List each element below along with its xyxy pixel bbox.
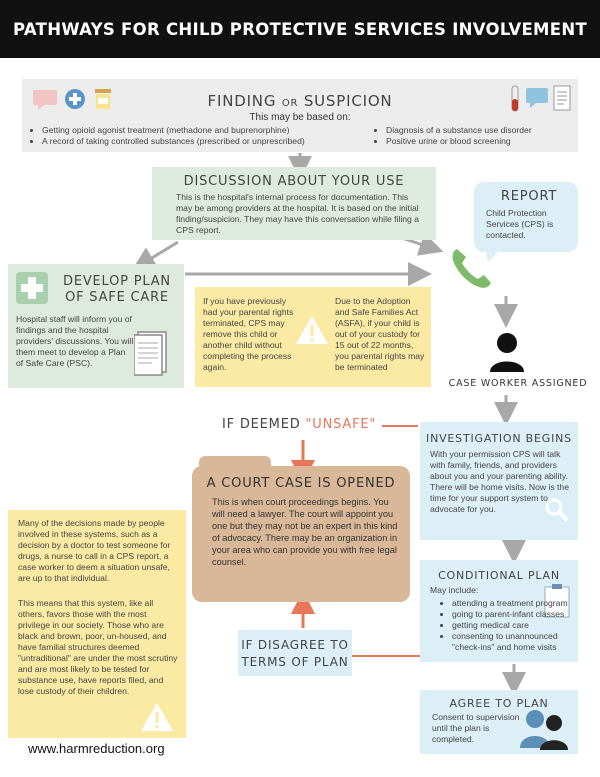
investigation-box: INVESTIGATION BEGINS With your permissio… (420, 422, 578, 540)
discussion-heading: DISCUSSION ABOUT YOUR USE (183, 174, 405, 189)
court-heading: A COURT CASE IS OPENED (206, 476, 396, 491)
sidebar-para-1: Many of the decisions made by people inv… (18, 518, 171, 583)
privilege-sidebar: Many of the decisions made by people inv… (8, 510, 186, 738)
safe-care-box: DEVELOP PLAN OF SAFE CARE Hospital staff… (8, 264, 184, 388)
case-worker-label: CASE WORKER ASSIGNED (448, 378, 588, 389)
list-item: A record of taking controlled substances… (42, 136, 372, 147)
phone-icon (448, 244, 496, 297)
unsafe-prefix: IF DEEMED (222, 417, 301, 432)
agree-box: AGREE TO PLAN Consent to supervision unt… (420, 690, 578, 754)
investigation-text: With your permission CPS will talk with … (430, 449, 569, 514)
safe-care-heading: DEVELOP PLAN OF SAFE CARE (63, 274, 171, 305)
speech-tail (486, 250, 500, 262)
report-heading: REPORT (500, 189, 558, 204)
health-cross-icon (16, 272, 48, 309)
list-item: Getting opioid agonist treatment (methad… (42, 125, 372, 136)
page-title: PATHWAYS FOR CHILD PROTECTIVE SERVICES I… (0, 0, 600, 58)
warning-icon (140, 702, 174, 737)
document-icon (553, 85, 571, 116)
list-item: Diagnosis of a substance use disorder (386, 125, 586, 136)
conditional-list: attending a treatment program going to p… (440, 598, 588, 653)
person-icon (489, 332, 525, 377)
list-item: going to parent-infant classes (452, 609, 588, 620)
list-item: consenting to unannounced "check-ins" an… (452, 631, 588, 653)
discussion-text: This is the hospital's internal process … (176, 192, 419, 235)
finding-box: FINDING OR SUSPICION This may be based o… (22, 79, 578, 152)
finding-subheading: This may be based on: (249, 112, 351, 123)
clipboard-icon (133, 330, 170, 381)
court-text: This is when court proceedings begins. Y… (212, 497, 398, 567)
safe-care-text: Hospital staff will inform you of findin… (16, 314, 134, 368)
people-icon (518, 708, 572, 755)
finding-left-list: Getting opioid agonist treatment (methad… (30, 125, 372, 147)
chat-bubble-icon (525, 87, 549, 114)
court-box: A COURT CASE IS OPENED This is when cour… (192, 466, 410, 602)
list-item: attending a treatment program (452, 598, 588, 609)
list-item: getting medical care (452, 620, 588, 631)
conditional-heading: CONDITIONAL PLAN (438, 569, 560, 582)
report-box: REPORT Child Protection Services (CPS) i… (474, 182, 578, 262)
finding-right-list: Diagnosis of a substance use disorder Po… (374, 125, 586, 147)
report-text: Child Protection Services (CPS) is conta… (486, 208, 554, 240)
finding-heading: FINDING OR SUSPICION (22, 92, 578, 110)
disagree-line-1: IF DISAGREE TO (241, 638, 349, 652)
clipboard-icon (544, 584, 572, 623)
conditional-intro: May include: (430, 585, 479, 595)
disagree-box: IF DISAGREE TO TERMS OF PLAN (238, 630, 352, 676)
warning-right-text: Due to the Adoption and Safe Families Ac… (335, 296, 425, 372)
warning-left-text: If you have previously had your parental… (203, 296, 294, 372)
unsafe-label: IF DEEMED "UNSAFE" (222, 415, 382, 434)
agree-heading: AGREE TO PLAN (449, 697, 549, 710)
test-tube-icon (510, 85, 520, 118)
list-item: Positive urine or blood screening (386, 136, 586, 147)
disagree-line-2: TERMS OF PLAN (241, 655, 349, 669)
finding-heading-a: FINDING (207, 92, 277, 110)
investigation-heading: INVESTIGATION BEGINS (426, 432, 572, 445)
sidebar-para-2: This means that this system, like all ot… (18, 598, 178, 696)
magnifier-icon (544, 497, 570, 528)
finding-heading-or: OR (281, 98, 299, 109)
medical-cross-icon (64, 88, 86, 115)
speech-bubble-icon (32, 89, 58, 116)
footer-url[interactable]: www.harmreduction.org (28, 741, 165, 756)
unsafe-word: "UNSAFE" (305, 417, 377, 432)
finding-heading-b: SUSPICION (303, 92, 393, 110)
arrow-discussion-to-safecare (131, 240, 179, 271)
warning-box: If you have previously had your parental… (195, 287, 431, 387)
conditional-box: CONDITIONAL PLAN May include: attending … (420, 560, 578, 662)
agree-text: Consent to supervision until the plan is… (432, 712, 520, 744)
pill-bottle-icon (94, 88, 112, 115)
warning-icon (295, 315, 329, 350)
discussion-box: DISCUSSION ABOUT YOUR USE This is the ho… (152, 167, 436, 240)
